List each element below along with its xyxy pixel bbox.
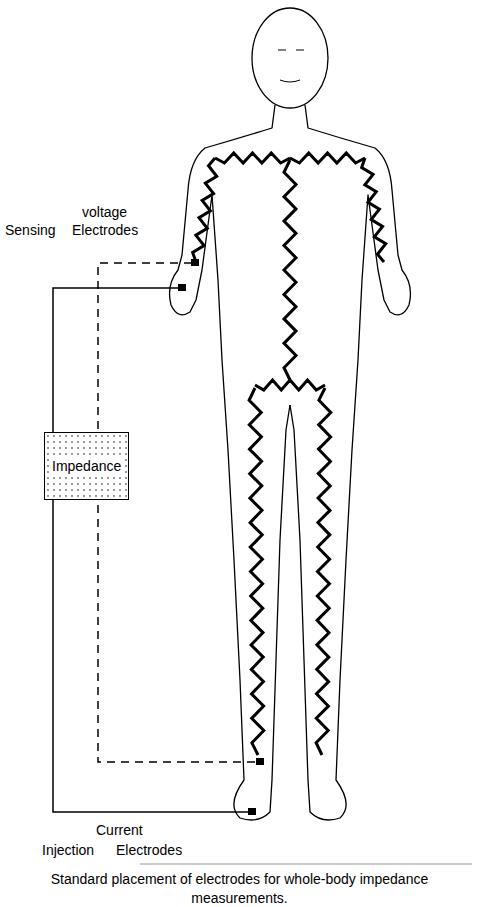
resistor-zigzag bbox=[255, 380, 325, 390]
resistor-zigzag bbox=[316, 388, 331, 755]
electrode-label: Electrodes bbox=[72, 222, 138, 238]
electrode bbox=[178, 259, 264, 815]
electrode-label: Electrodes bbox=[116, 842, 182, 858]
caption-rule bbox=[140, 864, 472, 865]
electrode-label: Current bbox=[96, 822, 143, 838]
resistor-zigzag bbox=[284, 160, 296, 380]
electrode-label: voltage bbox=[82, 204, 127, 220]
body-outline bbox=[170, 8, 411, 820]
electrode-wires bbox=[53, 263, 258, 812]
resistor-zigzag bbox=[249, 388, 264, 755]
resistor-zigzag bbox=[193, 158, 217, 262]
resistor-zigzag bbox=[215, 153, 290, 163]
resistor-zigzag bbox=[362, 158, 386, 262]
electrode-label: Sensing bbox=[5, 222, 56, 238]
electrode-label: Injection bbox=[42, 842, 94, 858]
impedance-box: Impedance bbox=[44, 432, 129, 500]
figure-caption: Standard placement of electrodes for who… bbox=[8, 870, 471, 907]
resistor-symbol bbox=[193, 153, 386, 755]
resistor-zigzag bbox=[290, 153, 365, 163]
box-label: Impedance bbox=[50, 457, 123, 475]
